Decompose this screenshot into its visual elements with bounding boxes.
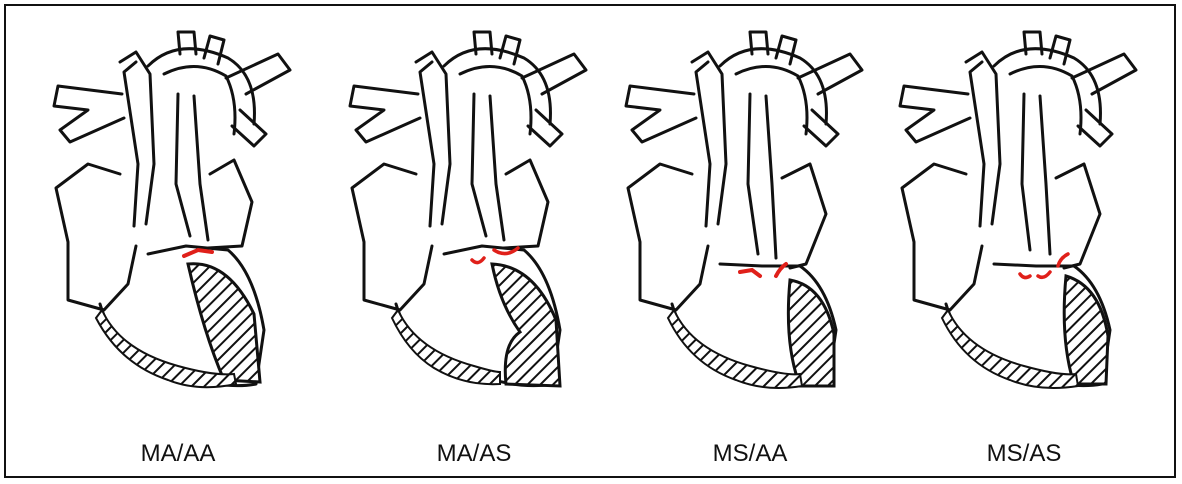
- panel-label: MS/AS: [874, 440, 1174, 468]
- valve-highlight-1: [184, 250, 212, 256]
- heart-diagram-4: [874, 14, 1174, 434]
- heart-panel-1: MA/AA: [28, 14, 328, 474]
- heart-panel-2: MA/AS: [324, 14, 624, 474]
- heart-panel-4: MS/AS: [874, 14, 1174, 474]
- heart-diagram-3: [600, 14, 900, 434]
- lv-wall-hatched: [1064, 276, 1108, 384]
- lv-wall-hatched: [788, 280, 834, 386]
- panel-label: MA/AA: [28, 440, 328, 468]
- figure-frame: MA/AA: [4, 4, 1176, 478]
- septum-hatched: [668, 310, 802, 388]
- septum-hatched: [942, 310, 1078, 388]
- heart-panel-3: MS/AA: [600, 14, 900, 474]
- septum-hatched: [392, 310, 500, 384]
- lv-wall-hatched: [492, 264, 560, 386]
- heart-diagram-1: [28, 14, 328, 434]
- heart-diagram-2: [324, 14, 624, 434]
- panel-label: MA/AS: [324, 440, 624, 468]
- panel-label: MS/AA: [600, 440, 900, 468]
